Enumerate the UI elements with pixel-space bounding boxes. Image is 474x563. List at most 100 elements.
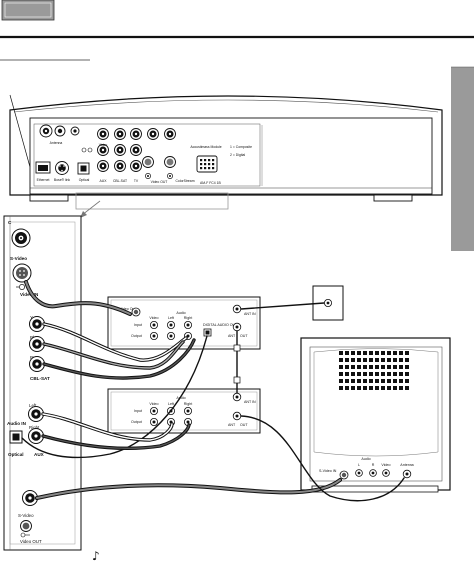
digital-audio-cable: [21, 335, 208, 459]
antenna-jacks: Antenna: [39, 124, 80, 145]
mode-2-text: 2 = Digital: [230, 153, 245, 157]
console-aux-label: AUX: [100, 179, 108, 183]
vcr-rca-jacks: [149, 406, 192, 426]
console-rca-jack: [114, 144, 126, 156]
cable-ant-jacks: [232, 304, 242, 332]
video-out-arrow-icon: [20, 532, 30, 538]
cable-right-label: Right: [184, 316, 192, 320]
console-column-labels: Video AUX CBL-SAT TV Video OUT ColorStre…: [99, 143, 195, 184]
side-video-out-label: Video OUT: [20, 539, 42, 544]
vcr-video-label: Video: [149, 402, 158, 406]
mode-1-text: 1 = Composite: [230, 145, 252, 149]
vcr-left-label: Left: [168, 402, 174, 406]
side-video-in-label: Video IN: [20, 292, 39, 297]
vcr-output-label: Output: [131, 420, 142, 424]
console-tv-label: TV: [134, 179, 139, 183]
side-svideo-out-jack: [20, 520, 32, 532]
console-rca-jack: [97, 144, 109, 156]
vcr-ant-out-label: ANT: [228, 423, 236, 427]
side-left-label: Left: [29, 403, 37, 408]
cable-svideo-jack: [131, 307, 141, 317]
side-optical-label: Optical: [8, 452, 24, 457]
side-svideo-jack: [12, 263, 32, 283]
console-rca-jack: [97, 160, 109, 172]
ethernet-port: Ethernet: [35, 161, 51, 182]
console-rca-jack: [114, 128, 126, 140]
console-rca-jack: [130, 144, 142, 156]
header-tab: [1, 0, 55, 21]
tv-svideo-in-label: S-Video IN: [319, 469, 337, 473]
acoustimass-label: Acoustimass Module: [190, 145, 221, 149]
side-svideo-label: S-Video: [10, 256, 27, 261]
vcr-right-label: Right: [184, 402, 192, 406]
panel-bracket: [75, 192, 229, 210]
antenna-coax-cable: [240, 302, 325, 310]
tv-antenna-label: Antenna: [400, 463, 413, 467]
console-rca-grid: [97, 128, 176, 172]
serial-label: AM-F FC4 1B: [200, 181, 221, 185]
radio-jacks: [81, 147, 93, 153]
side-composite-out-jack: [22, 490, 38, 506]
vcr-audio-label: Audio: [176, 396, 185, 400]
console-rca-jack: [114, 160, 126, 172]
antenna-label: Antenna: [50, 141, 63, 145]
side-y-label: Y: [30, 315, 33, 320]
side-optical-jack: [9, 430, 23, 444]
cable-digital-out-jack: [203, 328, 212, 337]
tv-jacks: [339, 469, 412, 480]
console-small-jacks: [145, 173, 173, 179]
ethernet-label: Ethernet: [37, 178, 50, 182]
cable-svideo-out-label: S-Video Out: [116, 307, 136, 311]
cables: [21, 280, 405, 502]
cable-output-label: Output: [131, 334, 142, 338]
side-aux-label: AUX: [34, 452, 45, 457]
tv-r-label: R: [372, 463, 375, 467]
console-rear: [9, 95, 443, 202]
cable-ant-in-label: ANT: [244, 312, 252, 316]
console-rca-jack: [130, 128, 142, 140]
cable-ant-out-label: ANT: [228, 334, 236, 338]
console-rca-jack: [130, 160, 142, 172]
console-video-out-label: Video OUT: [151, 180, 168, 184]
cable-audio-label: Audio: [176, 311, 185, 315]
acoustimass-connector: Acoustimass Module: [190, 145, 222, 173]
tv-audio-label: Audio: [361, 457, 370, 461]
tv-video-label: Video: [381, 463, 390, 467]
cable-digital-audio-out-label: DIGITAL AUDIO OUT: [203, 323, 238, 327]
console-rca-jack: [164, 128, 176, 140]
expand-arrow-icon: [80, 200, 101, 218]
side-component-jacks: [29, 316, 45, 372]
vcr-input-label: Input: [134, 409, 142, 413]
side-c-jack: [11, 228, 31, 248]
vcr-in-label: IN: [252, 400, 256, 404]
side-svideo-out-label: S-Video: [18, 513, 34, 518]
bose-link-port: Bose® link: [54, 161, 71, 182]
console-optical-port: Optical: [77, 162, 90, 182]
console-svideo-jacks: [142, 156, 176, 168]
bose-link-label: Bose® link: [54, 178, 71, 182]
music-note-icon: ♪: [92, 549, 100, 563]
video-in-arrow-icon: [16, 284, 25, 290]
cable-input-label: Input: [134, 323, 142, 327]
television: [300, 337, 451, 493]
side-c-label: C: [8, 220, 12, 225]
tv-l-label: L: [358, 463, 360, 467]
cable-left-label: Left: [168, 316, 174, 320]
chapter-tab: [451, 67, 474, 251]
side-audio-jacks: [28, 406, 44, 444]
side-right-label: Right: [29, 425, 40, 430]
side-audio-in-label: Audio IN: [7, 421, 27, 426]
pointer-line: [9, 94, 31, 168]
console-colorstream-label: ColorStream: [175, 179, 194, 183]
console-rca-jack: [147, 128, 159, 140]
cable-out-label: OUT: [240, 334, 248, 338]
vcr-to-tv-coax: [240, 415, 405, 502]
vcr-ant-in-label: ANT: [244, 400, 252, 404]
side-cbl-sat-label: CBL-SAT: [30, 376, 50, 381]
vcr-out-label: OUT: [240, 423, 248, 427]
console-optical-label: Optical: [79, 178, 90, 182]
console-video-label: Video: [99, 143, 108, 147]
cable-rca-jacks: [149, 320, 192, 340]
cable-in-label: IN: [252, 312, 256, 316]
